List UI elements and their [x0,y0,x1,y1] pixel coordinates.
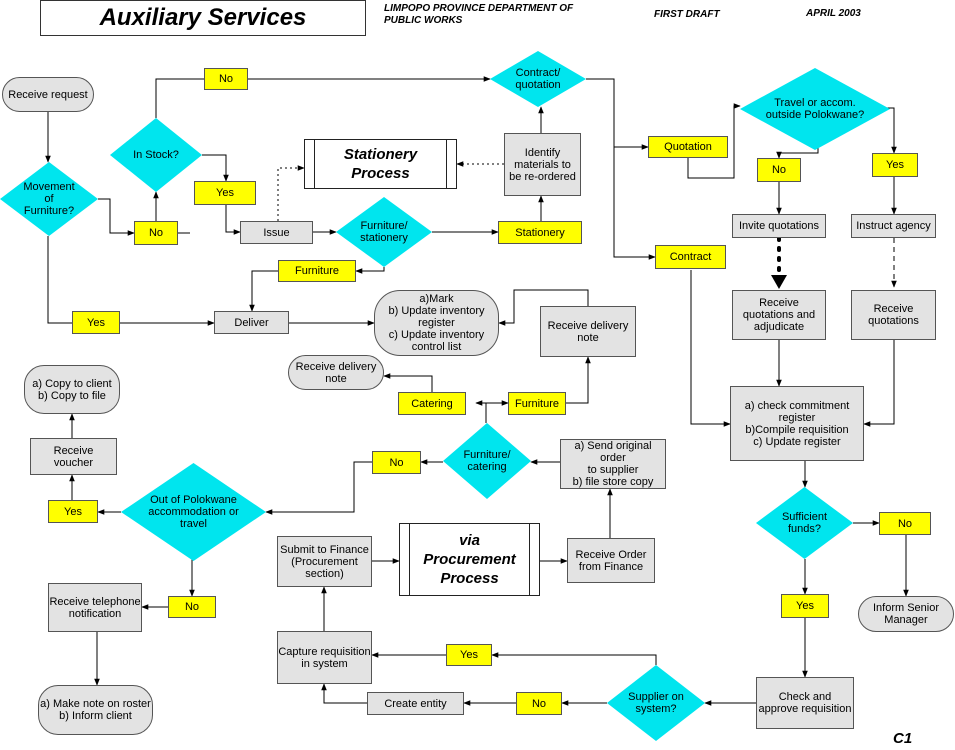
label-no-furniture-catering: No [372,451,421,474]
create-entity-node: Create entity [367,692,464,715]
receive-delivery-note-right-node: Receive delivery note [540,306,636,357]
label-stationery: Stationery [498,221,582,244]
instruct-agency-node: Instruct agency [851,214,936,238]
sufficient-funds-decision: Sufficient funds? [756,487,853,559]
label-furniture-deliver: Furniture [278,260,356,282]
furniture-catering-decision: Furniture/ catering [443,423,531,499]
draft-date: APRIL 2003 [806,8,861,19]
movement-of-furniture-decision: Movement of Furniture? [0,162,98,236]
receive-quotations-adjudicate-node: Receive quotations and adjudicate [732,290,826,340]
label-yes-movement: Yes [72,311,120,334]
in-stock-decision: In Stock? [110,118,202,192]
supplier-on-system-decision: Supplier on system? [607,665,705,741]
label-yes-funds: Yes [781,594,829,618]
draft-status: FIRST DRAFT [654,9,720,20]
label-yes-travel: Yes [872,153,918,177]
furniture-catering-text: Furniture/ catering [463,449,511,473]
label-furniture-catering: Furniture [508,392,566,415]
receive-telephone-node: Receive telephone notification [48,583,142,632]
receive-voucher-node: Receive voucher [30,438,117,475]
label-no-travel: No [757,158,801,182]
receive-quotations-node: Receive quotations [851,290,936,340]
label-quotation: Quotation [648,136,728,158]
mark-update-inventory-node: a)Mark b) Update inventory register c) U… [374,290,499,356]
receive-request-node: Receive request [2,77,94,112]
travel-accommodation-text: Travel or accom. outside Polokwane? [765,97,865,121]
supplier-on-system-text: Supplier on system? [628,691,684,715]
out-of-polokwane-decision: Out of Polokwane accommodation or travel [121,463,266,561]
label-no-funds: No [879,512,931,535]
receive-delivery-note-left-node: Receive delivery note [288,355,384,390]
receive-order-finance-node: Receive Order from Finance [567,538,655,583]
deliver-node: Deliver [214,311,289,334]
contract-quotation-decision: Contract/ quotation [490,51,586,107]
movement-of-furniture-text: Movement of Furniture? [23,181,75,217]
capture-requisition-node: Capture requisition in system [277,631,372,684]
in-stock-text: In Stock? [133,149,179,161]
page-code: C1 [893,730,913,747]
copy-client-file-node: a) Copy to client b) Copy to file [24,365,120,414]
label-yes-supplier: Yes [446,644,492,666]
inform-senior-manager-node: Inform Senior Manager [858,596,954,632]
label-contract: Contract [655,245,726,269]
label-yes-out-of-polokwane: Yes [48,500,98,523]
page-title: Auxiliary Services [40,0,366,36]
make-note-roster-node: a) Make note on roster b) Inform client [38,685,153,735]
invite-quotations-node: Invite quotations [732,214,826,238]
issue-node: Issue [240,221,313,244]
submit-to-finance-node: Submit to Finance (Procurement section) [277,536,372,587]
check-approve-requisition-node: Check and approve requisition [756,677,854,729]
label-yes-in-stock: Yes [194,181,256,205]
stationery-process-node: Stationery Process [304,139,457,189]
contract-quotation-text: Contract/ quotation [515,67,561,91]
identify-materials-node: Identify materials to be re-ordered [504,133,581,196]
label-catering: Catering [398,392,466,415]
furniture-stationery-text: Furniture/ stationery [360,220,408,244]
label-no-out-of-polokwane: No [168,596,216,618]
sufficient-funds-text: Sufficient funds? [781,511,828,535]
send-original-order-node: a) Send original order to supplier b) fi… [560,439,666,489]
check-commitment-node: a) check commitment register b)Compile r… [730,386,864,461]
procurement-process-node: via Procurement Process [399,523,540,596]
furniture-stationery-decision: Furniture/ stationery [336,197,432,267]
label-no-supplier: No [516,692,562,715]
out-of-polokwane-text: Out of Polokwane accommodation or travel [148,494,239,530]
department-name: LIMPOPO PROVINCE DEPARTMENT OF PUBLIC WO… [384,3,574,26]
label-no-in-stock: No [204,68,248,90]
travel-accommodation-decision: Travel or accom. outside Polokwane? [740,68,890,150]
label-no-movement: No [134,221,178,245]
